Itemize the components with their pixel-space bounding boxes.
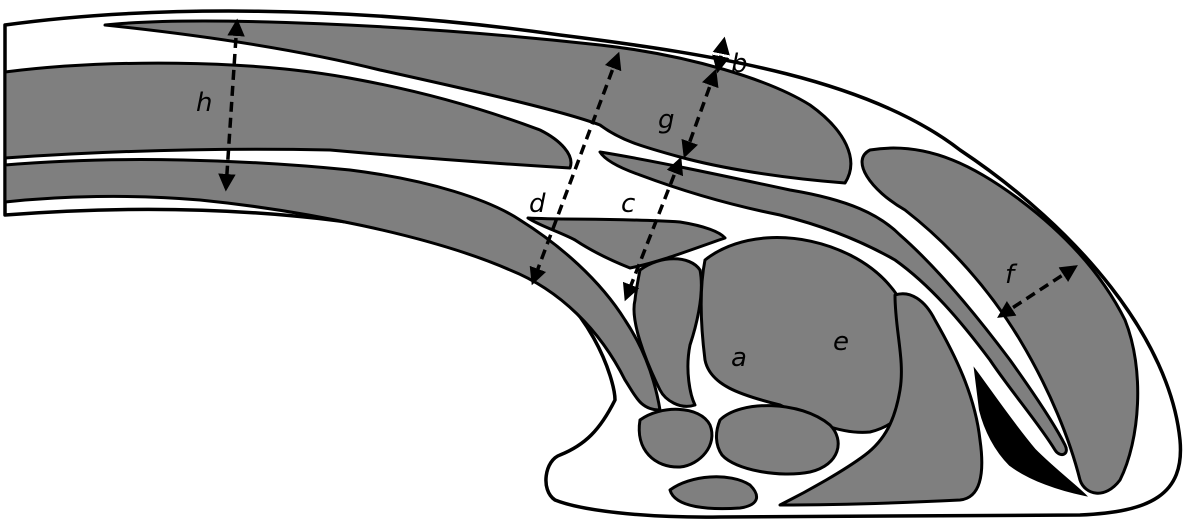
label-b: b (731, 49, 748, 79)
label-e: e (833, 327, 849, 357)
muscle-bottom-lobe-1 (639, 409, 712, 467)
label-c: c (621, 189, 635, 219)
label-d: d (529, 189, 546, 219)
label-h: h (196, 88, 212, 118)
muscle-bottom-lobe-3 (670, 477, 757, 509)
label-a: a (731, 343, 747, 373)
label-g: g (658, 105, 675, 135)
